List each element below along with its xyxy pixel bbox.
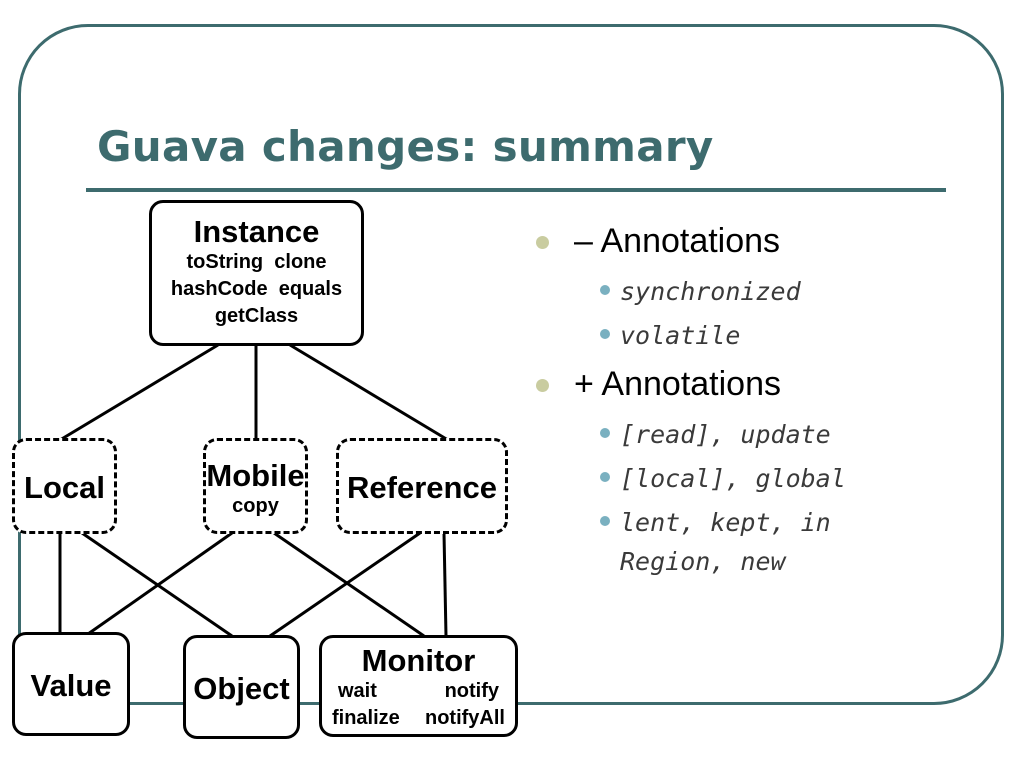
edge-reference-monitor [442,532,448,637]
subbullet-dot [600,472,610,482]
bullet-label: + Annotations [574,365,782,403]
mobile-label: Mobile [206,458,305,493]
monitor-method-notify: notify [444,680,499,702]
value-node: Value [12,632,130,736]
monitor-method-wait: wait [338,680,377,702]
local-label: Local [24,470,105,505]
subbullet-read-update: [read], update [600,415,974,454]
bullet-list: – Annotations synchronized volatile + An… [534,222,974,581]
slide-title: Guava changes: summary [97,122,714,171]
bullet-removed-annotations: – Annotations [536,222,974,262]
instance-methods-line1: toString clone [186,251,327,273]
subbullet-dot [600,329,610,339]
bullet-dot [536,236,549,249]
subbullet-synchronized: synchronized [600,272,974,311]
instance-label: Instance [193,214,320,249]
subbullet-lent-kept: lent, kept, in Region, new [600,503,920,581]
edge-mobile-monitor [273,531,425,638]
reference-label: Reference [347,470,497,505]
reference-node: Reference [336,438,508,534]
bullet-added-annotations: + Annotations [536,365,974,405]
subbullet-dot [600,285,610,295]
monitor-method-notifyall: notifyAll [425,707,505,729]
subbullet-dot [600,516,610,526]
instance-methods-line3: getClass [214,305,299,327]
object-node: Object [183,635,300,739]
mobile-node: Mobile copy [203,438,308,534]
monitor-label: Monitor [361,643,476,678]
subbullet-local-global: [local], global [600,459,974,498]
monitor-method-finalize: finalize [332,707,400,729]
value-label: Value [30,668,112,703]
bullet-dot [536,379,549,392]
edge-instance-reference [289,343,449,442]
bullet-label: – Annotations [574,222,781,260]
subbullet-dot [600,428,610,438]
mobile-sub: copy [232,495,279,517]
edge-instance-local [59,343,219,442]
edge-reference-object [269,531,421,638]
subbullet-volatile: volatile [600,316,974,355]
instance-methods-line2: hashCode equals [170,278,343,300]
instance-node: Instance toString clone hashCode equals … [149,200,364,346]
monitor-node: Monitor wait notify finalize notifyAll [319,635,518,737]
object-label: Object [193,671,290,706]
title-underline [86,188,946,192]
local-node: Local [12,438,117,534]
edge-mobile-value [87,531,233,636]
